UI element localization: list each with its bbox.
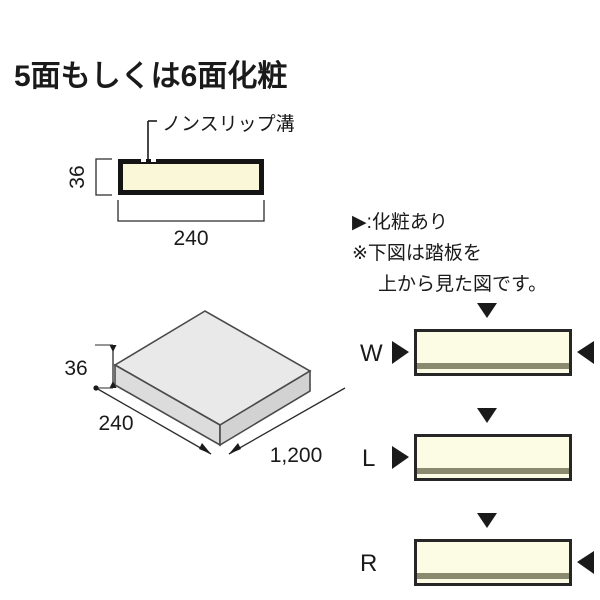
plan-L-left-arrow — [392, 446, 409, 469]
depth-dimension-label: 240 — [98, 412, 133, 435]
non-slip-groove-label: ノンスリップ溝 — [162, 113, 295, 135]
isometric-slab-view — [113, 310, 312, 447]
height-dimension-label: 36 — [66, 165, 89, 188]
plan-R-groove-lower — [417, 579, 569, 583]
cross-section-core — [123, 164, 259, 190]
depth-dimension-line — [95, 387, 212, 455]
plan-R-top-arrow — [477, 513, 497, 528]
page-title: 5面もしくは6面化粧 — [14, 60, 287, 93]
isometric-thickness-dimension: 36 — [64, 344, 117, 389]
plan-L-groove-lower — [417, 474, 569, 478]
plan-R-groove-stripe — [417, 573, 569, 579]
plan-R-right-arrow — [577, 551, 594, 574]
cross-section-height-dimension: 36 — [66, 158, 112, 196]
legend-note-line-2: 上から見た図です。 — [378, 273, 547, 295]
plan-W-left-arrow — [392, 341, 409, 364]
plan-W-label: W — [360, 340, 383, 367]
length-arrowhead — [229, 443, 241, 454]
plan-R-label: R — [360, 550, 377, 577]
isometric-depth-dimension: 240 — [93, 385, 212, 455]
isometric-length-dimension: 1,200 — [228, 387, 346, 467]
depth-arrowhead — [199, 443, 211, 454]
thickness-arrow-up — [109, 345, 117, 352]
slab-front-face — [219, 369, 311, 447]
plan-view-L: L — [362, 408, 572, 481]
plan-W-right-arrow — [577, 341, 594, 364]
cross-section-width-dimension: 240 — [117, 200, 265, 250]
length-dimension-line — [228, 387, 346, 455]
non-slip-groove-callout: ノンスリップ溝 — [147, 113, 295, 160]
plan-L-groove-stripe — [417, 468, 569, 474]
length-dimension-label: 1,200 — [270, 444, 323, 467]
plan-W-groove-lower — [417, 369, 569, 373]
thickness-arrow-down — [109, 381, 117, 388]
plan-L-label: L — [362, 445, 375, 472]
width-dimension-bracket — [117, 200, 265, 222]
legend-block: ▶:化粧あり ※下図は踏板を 上から見た図です。 — [352, 211, 547, 295]
non-slip-groove-notch-right — [151, 157, 156, 162]
width-dimension-label: 240 — [173, 227, 208, 250]
height-dimension-bracket — [95, 158, 112, 196]
plan-W-groove-stripe — [417, 363, 569, 369]
non-slip-groove-notch-left — [141, 157, 146, 162]
plan-view-W: W — [360, 303, 594, 376]
plan-W-top-arrow — [477, 303, 497, 318]
legend-note-line-1: ※下図は踏板を — [352, 242, 482, 264]
thickness-dimension-label: 36 — [64, 357, 87, 380]
cross-section-view — [118, 157, 264, 195]
plan-L-top-arrow — [477, 408, 497, 423]
plan-view-R: R — [360, 513, 594, 586]
depth-dimension-origin-dot — [93, 385, 99, 391]
legend-marker-line: ▶:化粧あり — [352, 211, 448, 233]
